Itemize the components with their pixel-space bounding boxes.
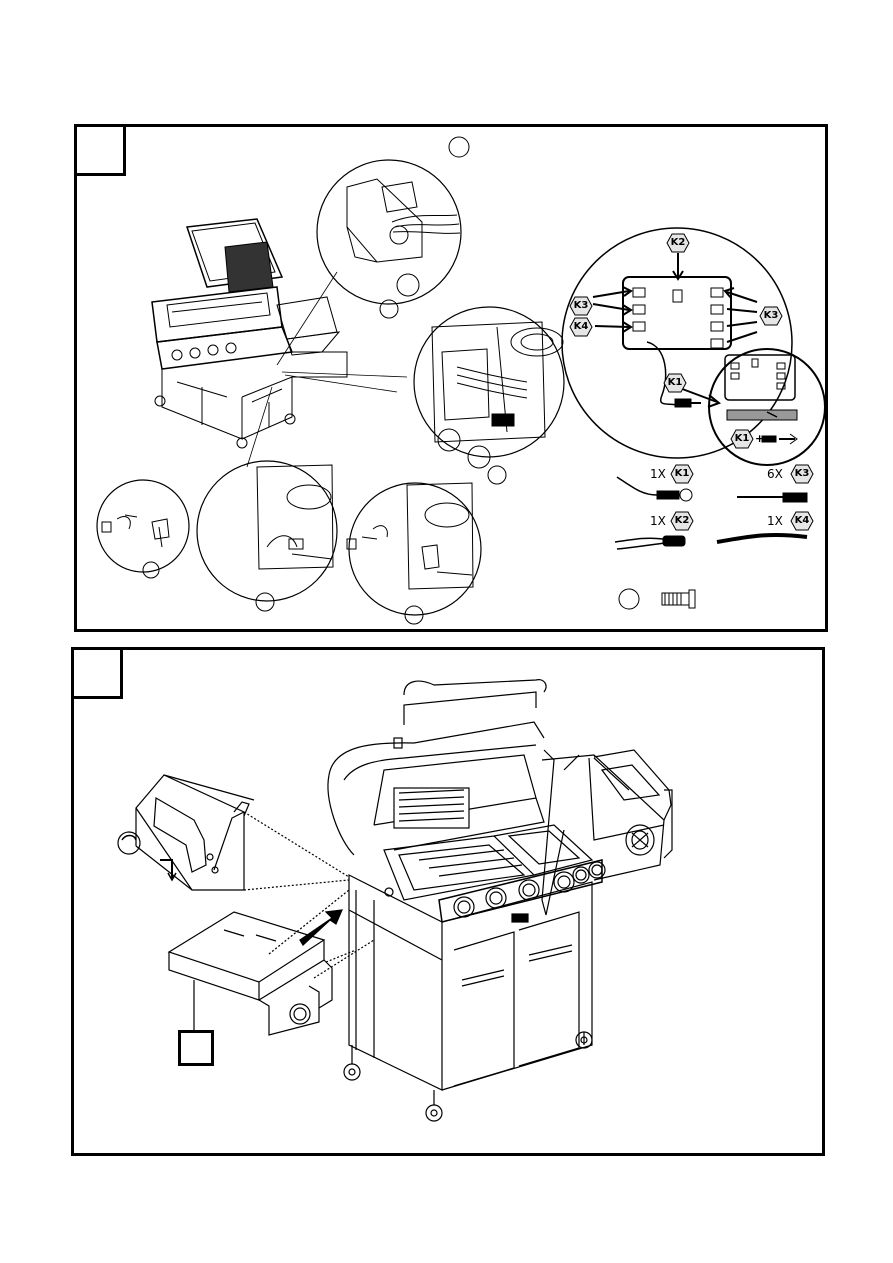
- k3-label-right: K3: [759, 306, 783, 326]
- ignition-step2-drawing: [257, 465, 333, 569]
- k3-part-label: K3: [790, 464, 814, 484]
- control-module-terminals: [633, 288, 723, 348]
- valve-detail-drawing: [347, 179, 460, 262]
- k1-quantity: 1X: [650, 467, 666, 481]
- k2-part-label: K2: [670, 511, 694, 531]
- part-callout-box: [178, 1030, 214, 1066]
- shelf-bracket-detail: [118, 775, 254, 890]
- k1-label-diagram: K1: [663, 373, 687, 393]
- burner-detail-drawing: [432, 322, 563, 442]
- k1-part-label: K1: [670, 464, 694, 484]
- grill-overview-drawing: [152, 219, 347, 448]
- wiring-illustration: [77, 127, 825, 629]
- k2-label: K2: [666, 233, 690, 253]
- k2-quantity: 1X: [650, 514, 666, 528]
- ignition-step1-drawing: [102, 515, 169, 547]
- plus-sign: +: [755, 432, 764, 446]
- instruction-panel-step-a: K2 K3 K4 K3 K1 K1 + 1X K1 6X K3 1X K2 1X…: [74, 124, 828, 632]
- grill-drawing: [328, 680, 672, 1121]
- k4-part-label: K4: [790, 511, 814, 531]
- k3-label-left: K3: [569, 296, 593, 316]
- k1-label-inset: K1: [730, 429, 754, 449]
- instruction-panel-step-b: [71, 647, 825, 1156]
- side-shelf-illustration: [74, 650, 822, 1153]
- k4-quantity: 1X: [767, 514, 783, 528]
- ignition-step3-drawing: [347, 483, 473, 589]
- k4-label-left: K4: [569, 317, 593, 337]
- side-shelf-drawing: [169, 912, 332, 1035]
- k3-quantity: 6X: [767, 467, 783, 481]
